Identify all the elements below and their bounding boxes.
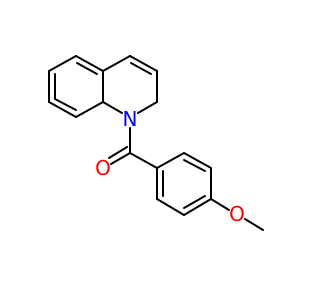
bond [210, 198, 230, 211]
atom-label-nitrogen: N [123, 107, 138, 131]
bond [129, 152, 158, 169]
bond [48, 55, 77, 72]
bonds [48, 55, 264, 231]
bond [156, 152, 185, 169]
bond [75, 55, 104, 72]
bond [137, 101, 158, 114]
molecule-drawing: N O O [48, 55, 264, 231]
bond [48, 101, 77, 118]
bond-double-inner [183, 159, 206, 172]
bond-double-inner [130, 62, 152, 75]
bond [102, 55, 131, 72]
bond [156, 198, 185, 216]
bond [110, 152, 131, 165]
bond [75, 101, 104, 118]
bond [102, 101, 123, 114]
atom-label-carbonyl-oxygen: O [95, 156, 111, 180]
bond-double-inner [76, 62, 98, 75]
bond [183, 198, 212, 216]
bond [129, 55, 158, 72]
structure-canvas: N O O [48, 55, 264, 231]
atom-label-methoxy-oxygen: O [229, 202, 245, 226]
bond [108, 146, 128, 159]
bond-double-inner [183, 195, 206, 209]
bond [183, 152, 212, 169]
bond-double-inner [54, 98, 77, 111]
bond [244, 218, 264, 231]
